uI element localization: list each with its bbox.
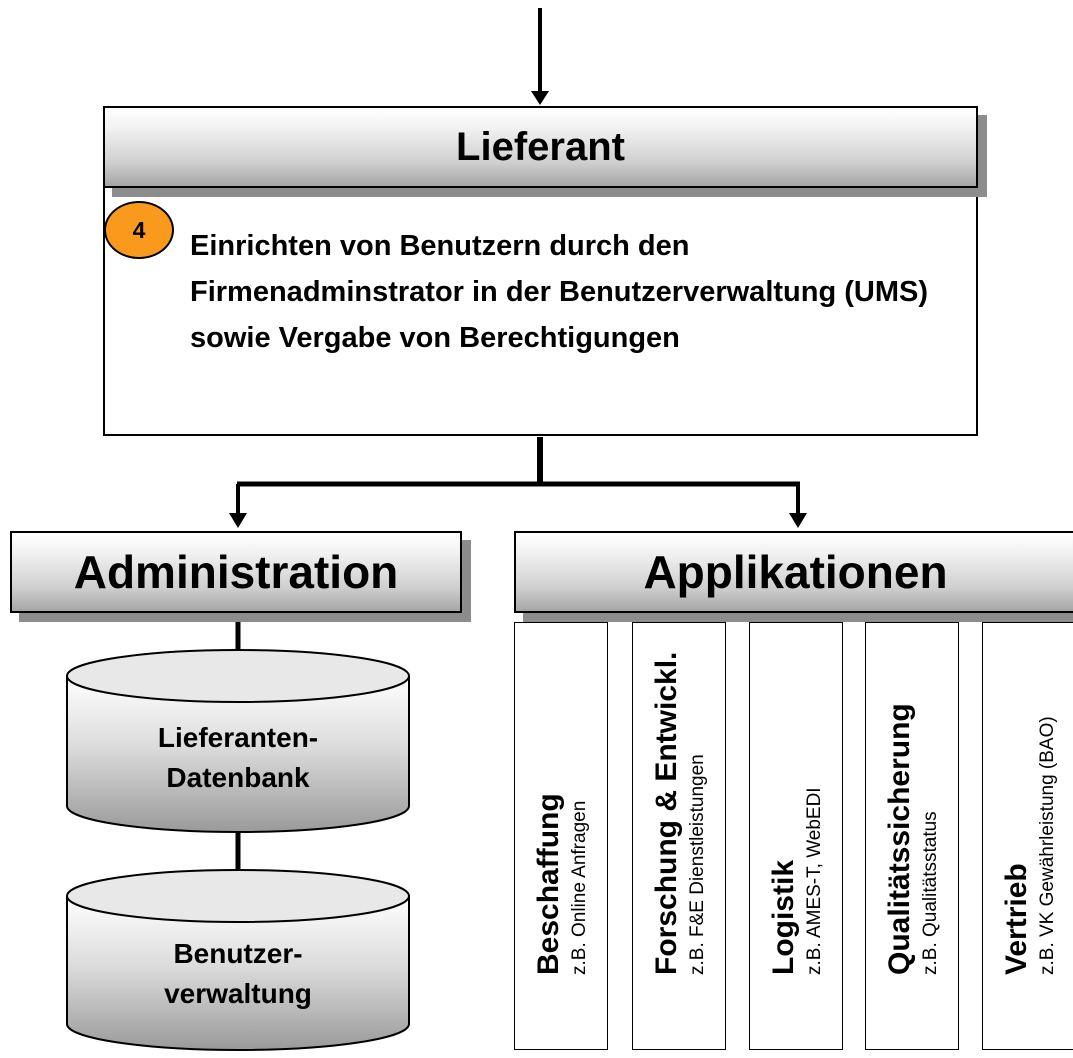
app-column-text: Forschung & Entwickl. z.B. F&E Dienstlei… bbox=[649, 561, 711, 975]
step-number-badge: 4 bbox=[104, 201, 174, 259]
administration-header: Administration bbox=[10, 531, 462, 613]
app-subtitle: z.B. Online Anfragen bbox=[569, 800, 590, 975]
applikationen-title: Applikationen bbox=[643, 546, 948, 598]
app-subtitle: z.B. F&E Dienstleistungen bbox=[687, 754, 708, 975]
app-column-forschung: Forschung & Entwickl. z.B. F&E Dienstlei… bbox=[632, 622, 726, 1050]
app-subtitle: z.B. AMES-T, WebEDI bbox=[804, 787, 825, 975]
app-column-text: Beschaffung z.B. Online Anfragen bbox=[531, 561, 593, 975]
app-title: Qualitätssicherung bbox=[883, 703, 916, 975]
database-label-line2: Datenbank bbox=[166, 762, 310, 793]
app-column-vertrieb: Vertrieb z.B. VK Gewährleistung (BAO) bbox=[982, 622, 1073, 1050]
app-title: Vertrieb bbox=[1000, 863, 1033, 975]
app-column-text: Qualitätssicherung z.B. Qualitätsstatus bbox=[882, 561, 944, 975]
database-label-line1: Lieferanten- bbox=[157, 722, 319, 753]
incoming-arrow bbox=[531, 8, 549, 105]
step-description: Einrichten von Benutzern durch den Firme… bbox=[190, 230, 928, 354]
app-title: Beschaffung bbox=[532, 793, 565, 975]
database-cylinder-benutzer bbox=[66, 869, 410, 1051]
app-column-qualitaet: Qualitätssicherung z.B. Qualitätsstatus bbox=[865, 622, 959, 1050]
app-subtitle: z.B. Qualitätsstatus bbox=[920, 811, 941, 975]
lieferant-header: Lieferant bbox=[103, 106, 978, 188]
database-label-benutzer: Benutzer- verwaltung bbox=[67, 934, 409, 1014]
app-column-text: Logistik z.B. AMES-T, WebEDI bbox=[766, 561, 828, 975]
step-number: 4 bbox=[132, 216, 146, 243]
app-column-text: Vertrieb z.B. VK Gewährleistung (BAO) bbox=[999, 561, 1061, 975]
step-description-box bbox=[103, 188, 978, 436]
app-column-logistik: Logistik z.B. AMES-T, WebEDI bbox=[749, 622, 843, 1050]
branch-connector bbox=[229, 437, 807, 528]
database-cylinder-lieferanten bbox=[66, 649, 410, 833]
database-label-line1: Benutzer- bbox=[173, 938, 303, 969]
database-label-lieferanten: Lieferanten- Datenbank bbox=[67, 718, 409, 798]
app-title: Logistik bbox=[767, 859, 800, 975]
lieferant-title: Lieferant bbox=[456, 124, 625, 169]
applikationen-header: Applikationen bbox=[514, 531, 1073, 613]
app-column-beschaffung: Beschaffung z.B. Online Anfragen bbox=[514, 622, 608, 1050]
app-title: Forschung & Entwickl. bbox=[650, 651, 683, 975]
app-subtitle: z.B. VK Gewährleistung (BAO) bbox=[1037, 716, 1058, 975]
database-label-line2: verwaltung bbox=[164, 978, 312, 1009]
administration-title: Administration bbox=[73, 546, 399, 598]
